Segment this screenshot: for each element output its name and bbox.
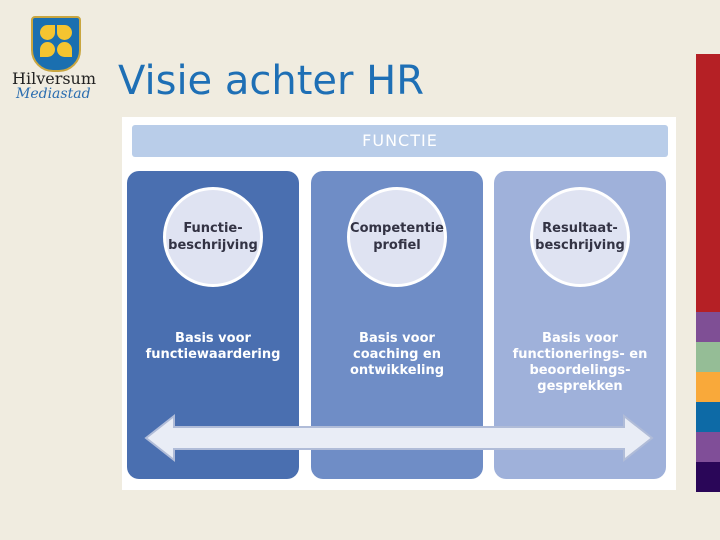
logo-text-mediastad: Mediastad bbox=[16, 86, 91, 102]
circle-label: Functie- beschrijving bbox=[163, 187, 263, 287]
column-text: Basis voor coaching en ontwikkeling bbox=[349, 331, 445, 378]
hr-vision-diagram: FUNCTIE Functie- beschrijving Basis voor… bbox=[122, 117, 676, 490]
logo-text-hilversum: Hilversum bbox=[12, 69, 97, 88]
column-text: Basis voor functiewaardering bbox=[145, 331, 281, 362]
double-arrow-icon bbox=[144, 413, 654, 463]
functie-header: FUNCTIE bbox=[132, 125, 668, 157]
hilversum-crest-logo bbox=[31, 16, 81, 72]
circle-label: Competentie profiel bbox=[347, 187, 447, 287]
slide-title: Visie achter HR bbox=[118, 58, 425, 104]
circle-label: Resultaat- beschrijving bbox=[530, 187, 630, 287]
column-text: Basis voor functionerings- en beoordelin… bbox=[512, 331, 648, 394]
